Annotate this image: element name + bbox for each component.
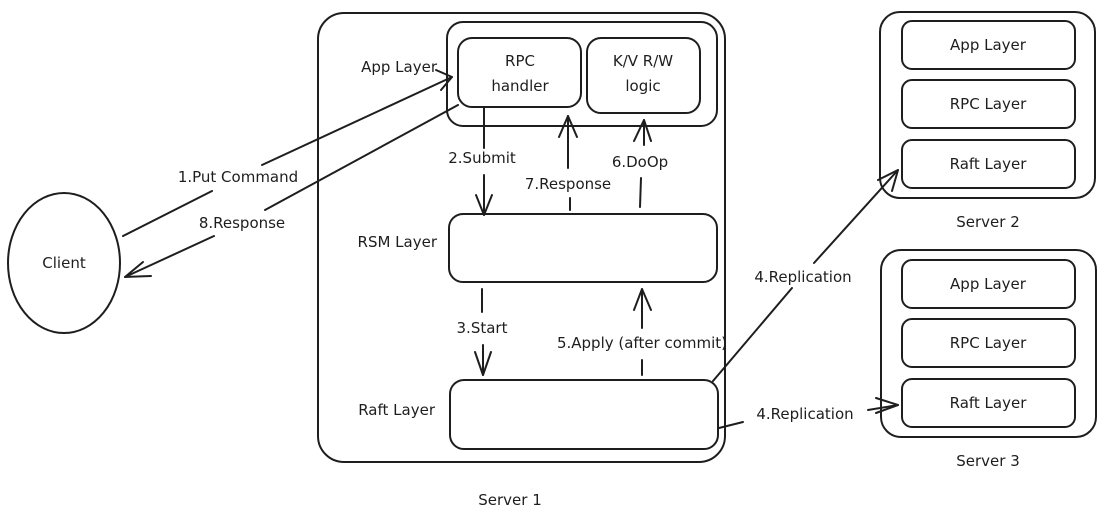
arrow-do-op-head <box>633 119 652 142</box>
rsm-layer-box <box>448 213 718 283</box>
server-2-frame <box>879 11 1096 199</box>
arrow-apply: 5.Apply (after commit) <box>557 288 727 376</box>
server-3-app-layer-label: App Layer <box>950 275 1027 293</box>
arrow-replication-server-3-seg1 <box>718 421 744 429</box>
server-3-rpc-layer-label: RPC Layer <box>950 334 1027 352</box>
arrow-response-client-head <box>124 261 152 278</box>
server-3-rpc-layer-box <box>901 318 1076 368</box>
arrow-replication-server-3-head <box>875 397 899 414</box>
client-node: Client <box>7 192 121 334</box>
arrow-submit: 2.Submit <box>448 107 516 216</box>
arrow-do-op-seg1 <box>639 177 642 208</box>
label-submit: 2.Submit <box>448 149 516 167</box>
arrow-start: 3.Start <box>457 288 508 376</box>
arrow-put-command: 1.Put Command <box>122 69 453 237</box>
server-3-app-layer-box <box>901 259 1076 309</box>
server-1: Server 1 App Layer RPC handler K/V R/W l… <box>317 12 726 509</box>
rpc-handler-label-line1: RPC <box>505 52 535 70</box>
arrow-replication-server-2-head <box>877 169 899 192</box>
client-ellipse <box>7 192 121 334</box>
kv-logic-box <box>586 37 701 114</box>
arrow-put-command-seg1 <box>122 190 213 237</box>
label-start: 3.Start <box>457 319 508 337</box>
server-2-app-layer-label: App Layer <box>950 36 1027 54</box>
arrow-response-internal: 7.Response <box>525 115 611 211</box>
arrow-response-internal-head <box>558 115 578 138</box>
server-3-frame <box>880 249 1097 438</box>
label-response-client: 8.Response <box>199 214 285 232</box>
arrow-replication-server-2-seg1 <box>712 287 793 382</box>
arrow-response-client-seg1 <box>264 104 459 211</box>
rsm-layer-label: RSM Layer <box>358 233 438 251</box>
client-label: Client <box>42 254 86 272</box>
server-2-rpc-layer-label: RPC Layer <box>950 95 1027 113</box>
label-apply: 5.Apply (after commit) <box>557 334 727 352</box>
label-response-internal: 7.Response <box>525 175 611 193</box>
label-put-command: 1.Put Command <box>178 168 298 186</box>
server-3-raft-layer-box <box>901 378 1076 428</box>
server-2-caption: Server 2 <box>956 213 1020 231</box>
server-2-raft-layer-box <box>901 139 1076 189</box>
rpc-handler-label-line2: handler <box>491 77 549 95</box>
kv-logic-label-line1: K/V R/W <box>613 52 673 70</box>
server-2-rpc-layer-box <box>901 79 1076 129</box>
label-do-op: 6.DoOp <box>612 153 668 171</box>
arrow-put-command-seg2 <box>261 76 453 166</box>
arrow-apply-head <box>633 288 652 311</box>
server-1-caption: Server 1 <box>478 491 542 509</box>
arrow-do-op: 6.DoOp <box>612 119 668 208</box>
kv-logic-label-line2: logic <box>625 77 660 95</box>
arrow-replication-server-2-seg2 <box>813 169 899 264</box>
server-2: App Layer RPC Layer Raft Layer Server 2 <box>879 11 1096 231</box>
arrow-replication-server-2: 4.Replication <box>712 169 899 382</box>
arrow-replication-server-3: 4.Replication <box>718 397 899 429</box>
arrow-put-command-head <box>435 69 453 91</box>
arrow-start-head <box>474 351 492 376</box>
server-3: App Layer RPC Layer Raft Layer Server 3 <box>880 249 1097 470</box>
label-replication-server-2: 4.Replication <box>754 268 851 286</box>
rpc-handler-box <box>457 37 582 108</box>
raft-layer-box <box>449 379 719 450</box>
label-replication-server-3: 4.Replication <box>756 405 853 423</box>
server-1-frame <box>317 12 726 463</box>
arrow-response-client-seg2 <box>124 235 215 278</box>
arrow-submit-head <box>475 194 493 216</box>
server-2-raft-layer-label: Raft Layer <box>950 155 1028 173</box>
server-3-raft-layer-label: Raft Layer <box>950 394 1028 412</box>
raft-layer-label: Raft Layer <box>358 401 436 419</box>
server-2-app-layer-box <box>901 20 1076 70</box>
app-layer-label: App Layer <box>361 58 438 76</box>
arrow-response-client: 8.Response <box>124 104 459 278</box>
server-3-caption: Server 3 <box>956 452 1020 470</box>
